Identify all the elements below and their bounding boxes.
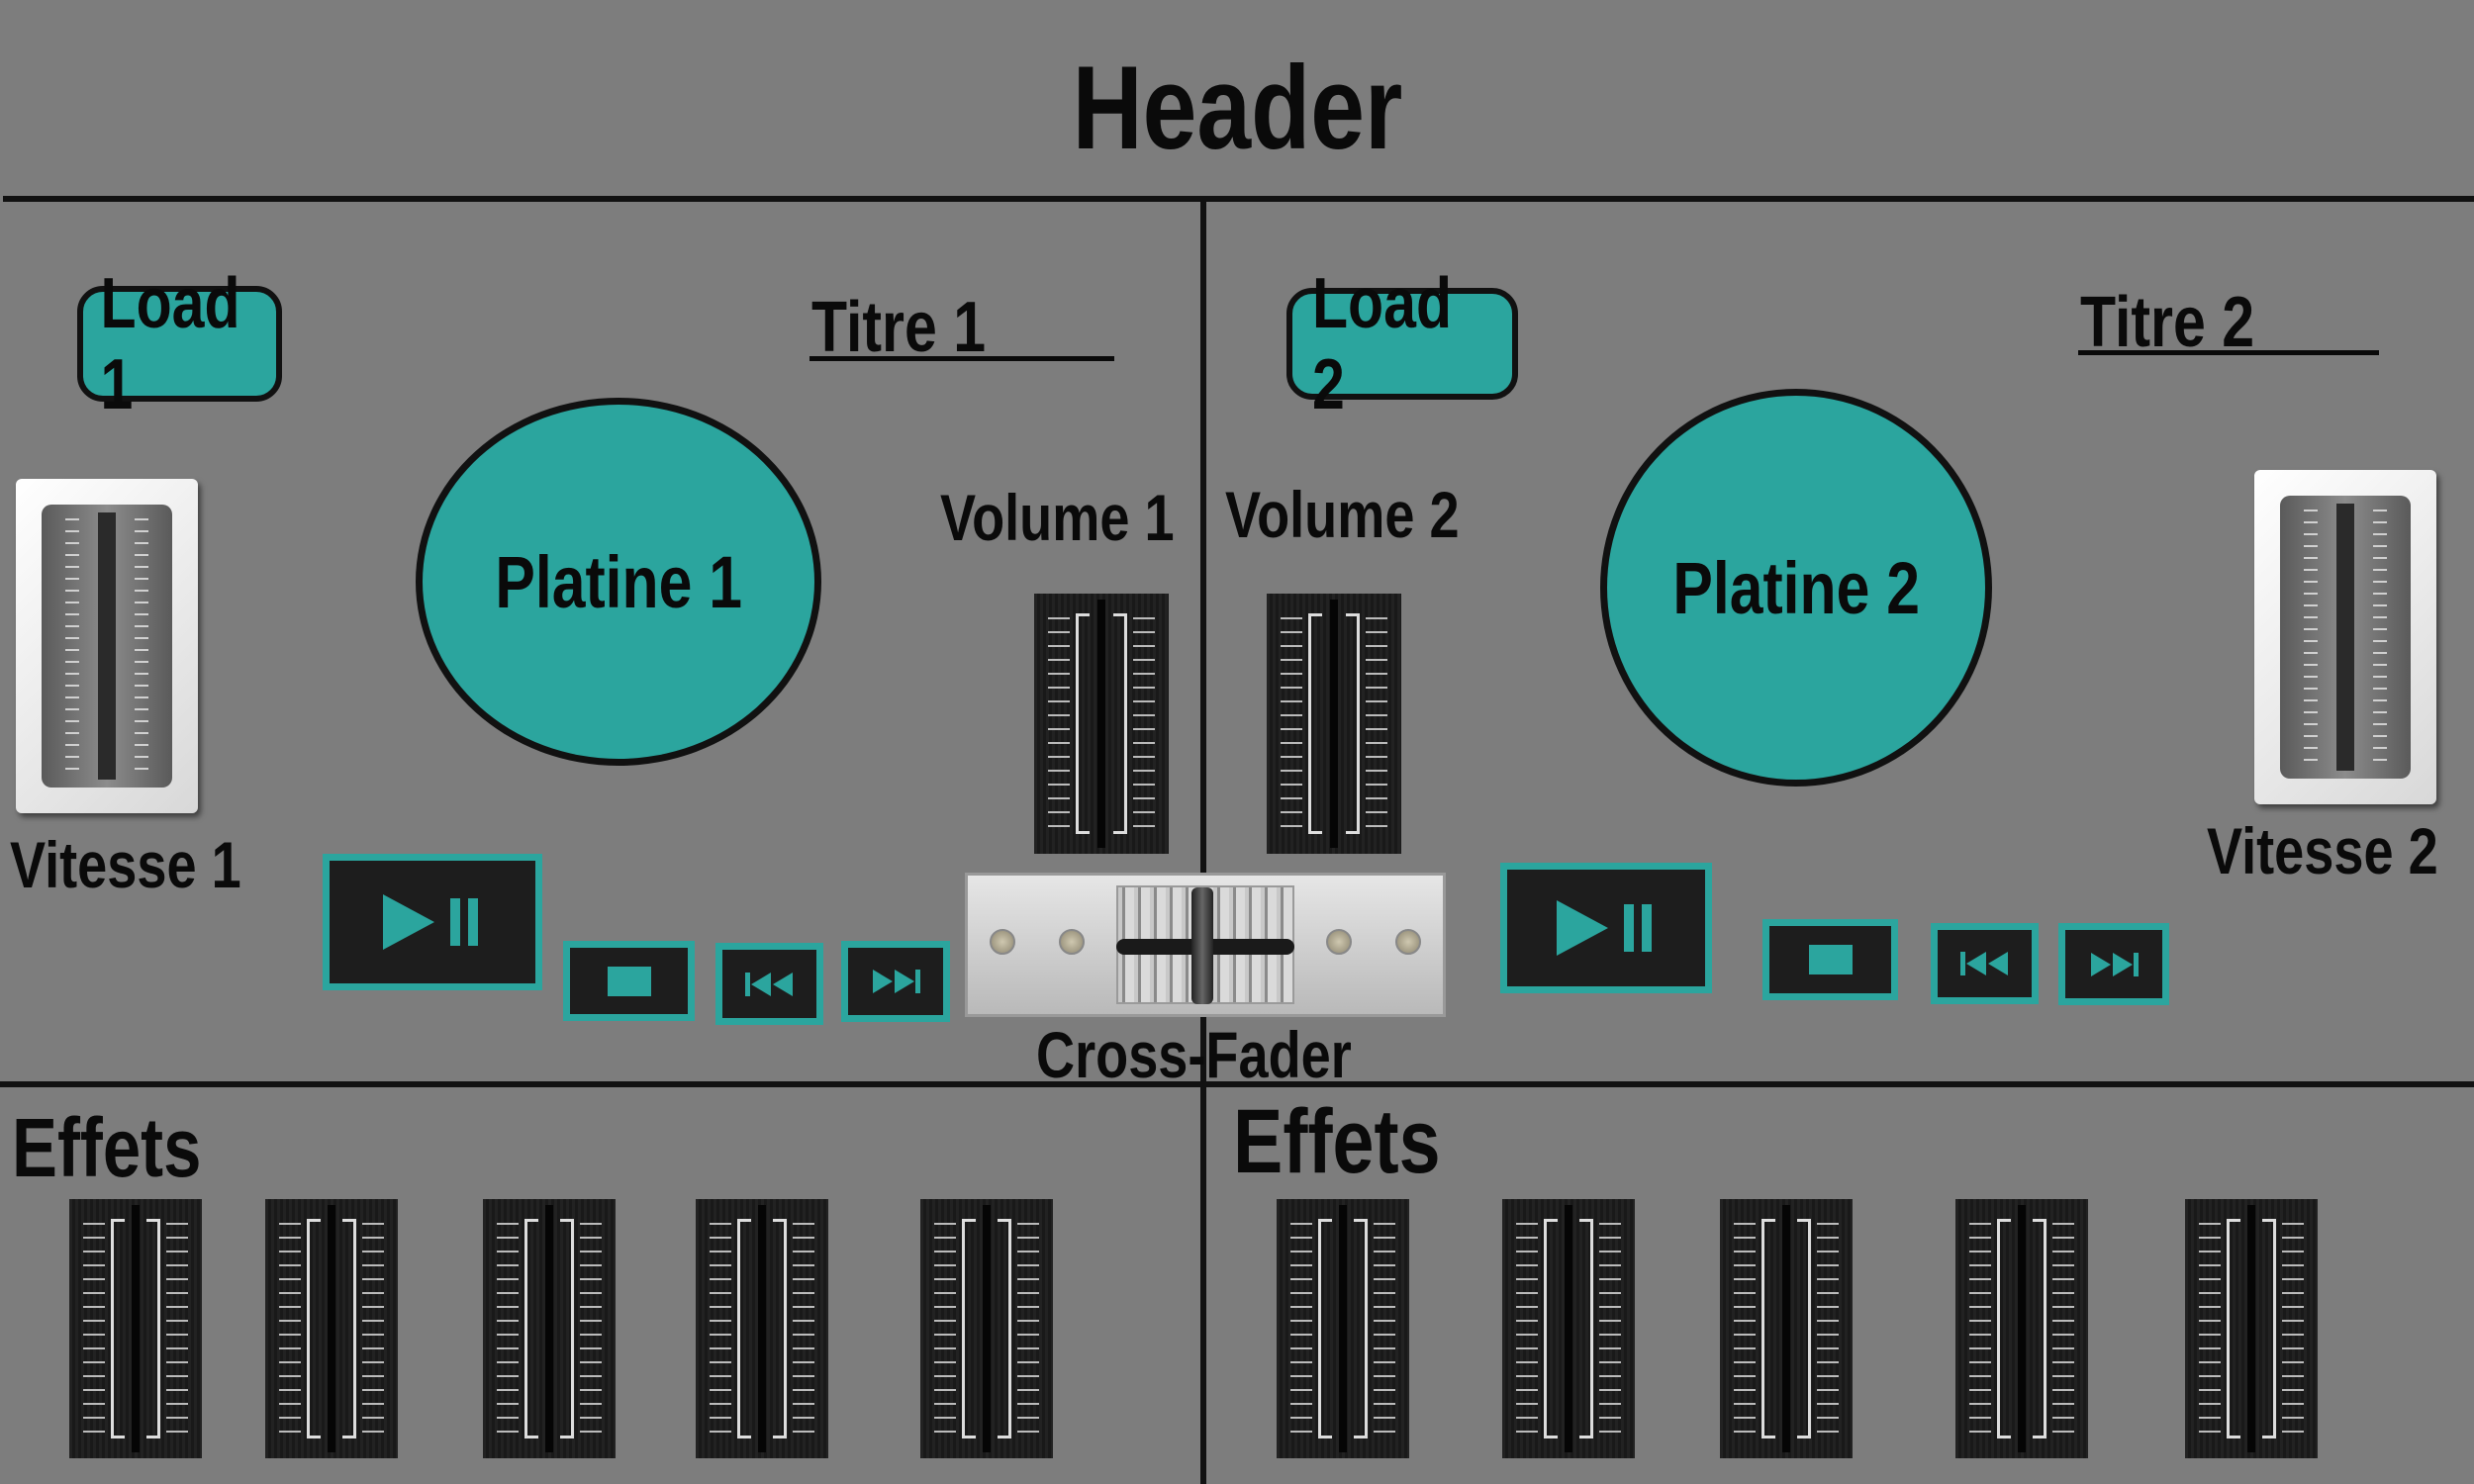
volume-2-label: Volume 2 xyxy=(1225,478,1460,551)
speed-1-slider[interactable] xyxy=(16,479,198,813)
center-divider xyxy=(1200,202,1206,1484)
effect-left-4-fader[interactable] xyxy=(696,1199,828,1458)
load-1-button[interactable]: Load 1 xyxy=(77,264,282,424)
effect-left-1-fader[interactable] xyxy=(69,1199,202,1458)
effect-right-1-fader[interactable] xyxy=(1277,1199,1409,1458)
stop-icon xyxy=(607,966,651,996)
load-2-button[interactable]: Load 2 xyxy=(1286,264,1518,424)
play-pause-2-button[interactable] xyxy=(1500,863,1712,993)
volume-1-label: Volume 1 xyxy=(940,481,1175,554)
stop-icon xyxy=(1808,945,1853,974)
speed-2-label: Vitesse 2 xyxy=(2207,814,2438,887)
effect-left-3-fader[interactable] xyxy=(483,1199,616,1458)
previous-1-button[interactable] xyxy=(715,943,823,1025)
stop-2-button[interactable] xyxy=(1762,919,1898,1000)
effects-right-label: Effets xyxy=(1233,1091,1441,1192)
effect-right-2-fader[interactable] xyxy=(1502,1199,1635,1458)
deck-1-title: Titre 1 xyxy=(811,288,987,367)
speed-1-label: Vitesse 1 xyxy=(10,828,241,901)
volume-1-fader[interactable] xyxy=(1034,594,1169,854)
play-pause-icon xyxy=(383,894,478,950)
stop-1-button[interactable] xyxy=(563,941,695,1021)
crossfader[interactable] xyxy=(965,873,1446,1017)
next-2-button[interactable] xyxy=(2058,923,2169,1005)
previous-icon xyxy=(1959,952,2008,975)
crossfader-knob[interactable] xyxy=(1191,887,1213,1004)
deck-2-title-underline xyxy=(2078,350,2379,355)
effect-right-4-fader[interactable] xyxy=(1955,1199,2088,1458)
effects-left-label: Effets xyxy=(12,1101,202,1194)
volume-2-fader[interactable] xyxy=(1267,594,1401,854)
platter-2[interactable]: Platine 2 xyxy=(1600,389,1992,787)
previous-2-button[interactable] xyxy=(1931,923,2039,1004)
header-divider xyxy=(3,196,2474,202)
effect-left-5-fader[interactable] xyxy=(920,1199,1053,1458)
deck-2-title: Titre 2 xyxy=(2080,283,2255,362)
next-icon xyxy=(873,970,920,993)
platter-1[interactable]: Platine 1 xyxy=(416,398,821,766)
crossfader-label: Cross-Fader xyxy=(1036,1018,1352,1091)
effect-right-3-fader[interactable] xyxy=(1720,1199,1853,1458)
deck-1-title-underline xyxy=(809,356,1114,361)
effects-divider xyxy=(0,1081,2474,1087)
next-icon xyxy=(2091,952,2139,976)
speed-2-slider[interactable] xyxy=(2254,470,2436,804)
effect-right-5-fader[interactable] xyxy=(2185,1199,2318,1458)
header-title: Header xyxy=(1072,42,1402,174)
effect-left-2-fader[interactable] xyxy=(265,1199,398,1458)
next-1-button[interactable] xyxy=(841,941,950,1022)
play-pause-icon xyxy=(1557,900,1652,956)
play-pause-1-button[interactable] xyxy=(323,854,542,990)
previous-icon xyxy=(744,972,793,996)
